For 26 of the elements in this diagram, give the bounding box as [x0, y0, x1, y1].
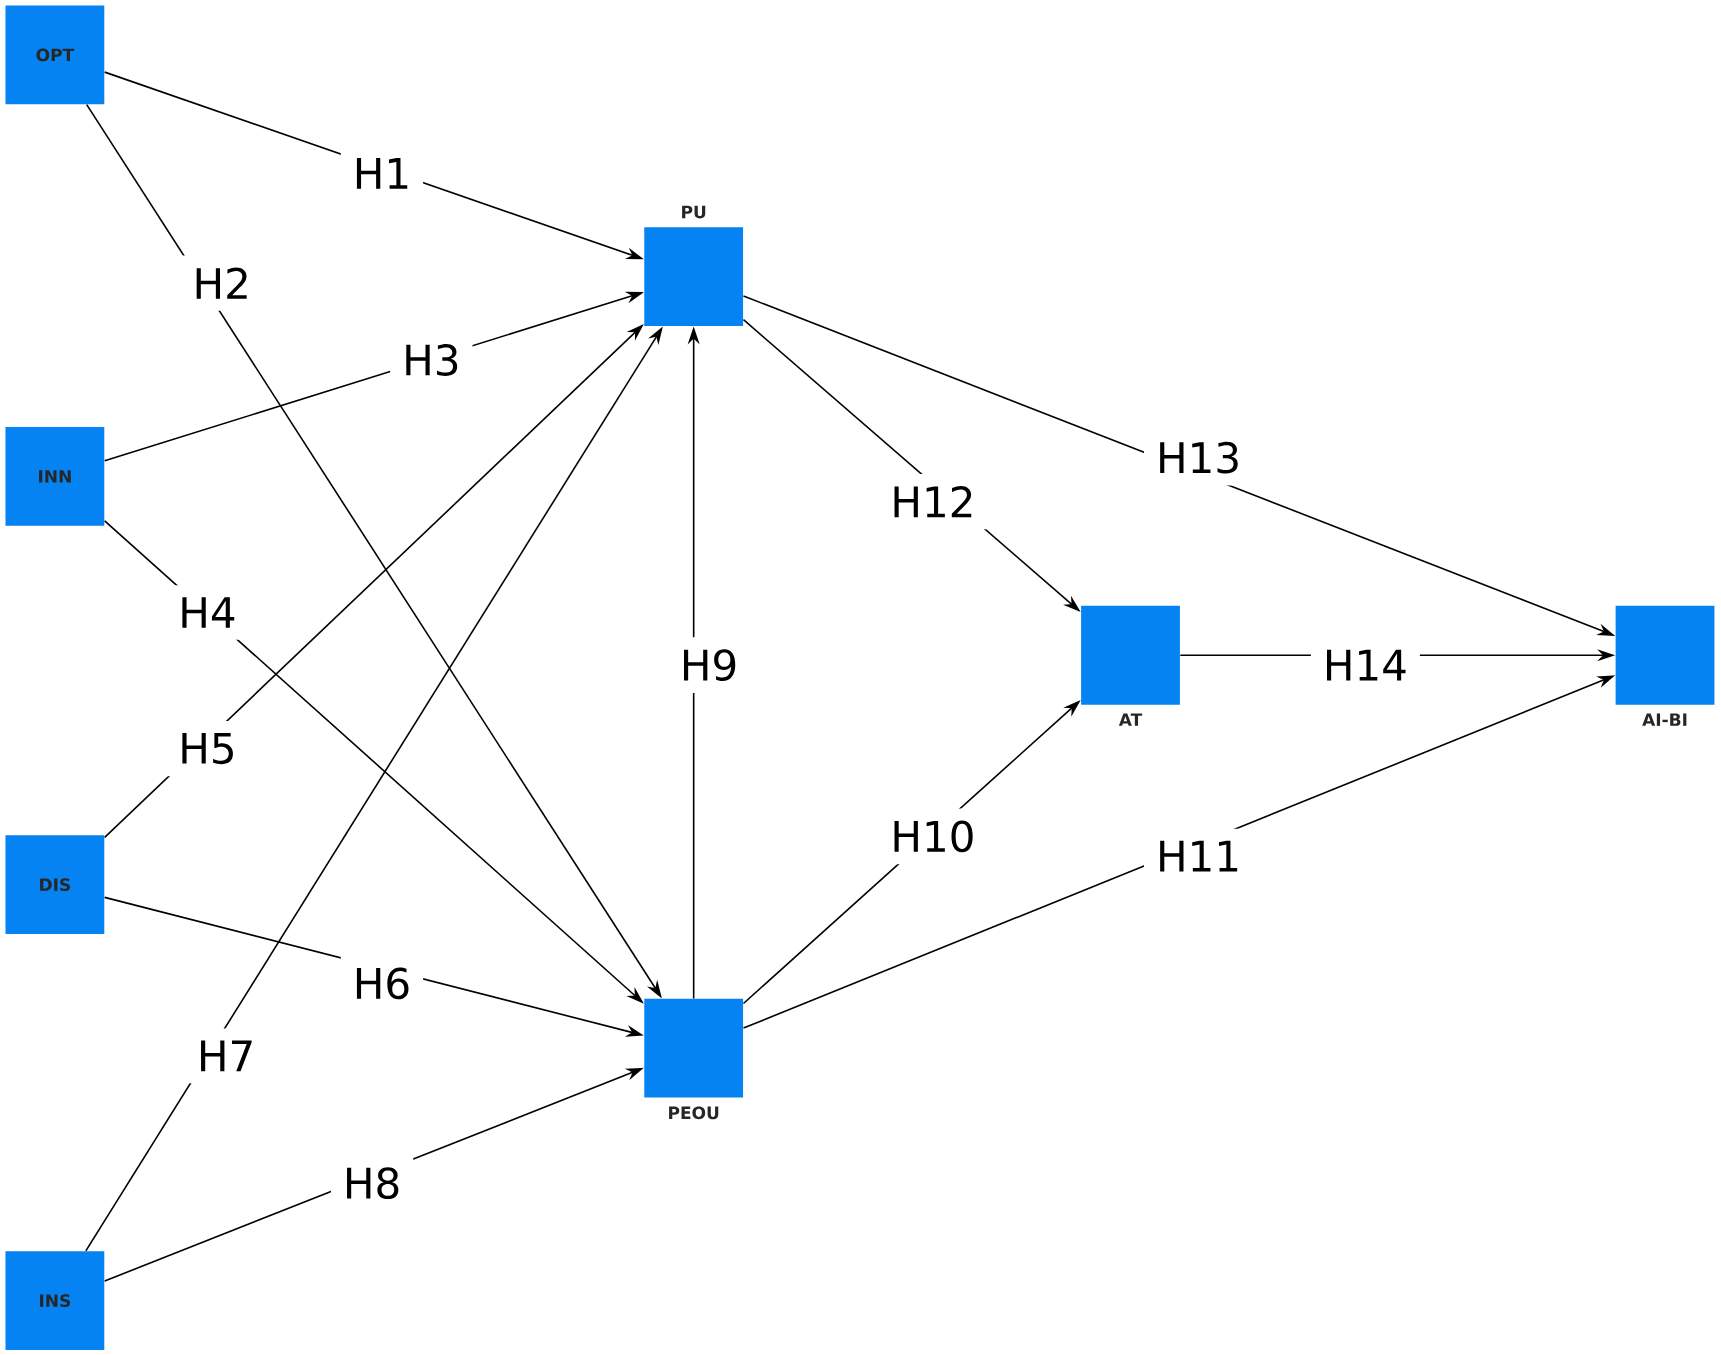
construct-box: INN — [5, 426, 105, 526]
construct-box: AT — [1081, 605, 1180, 726]
edge-label: H13 — [1144, 429, 1254, 486]
edge-label: H5 — [166, 720, 249, 777]
construct-box: PEOU — [644, 998, 744, 1120]
edge-label: H2 — [180, 255, 263, 311]
edge-label: H10 — [878, 808, 988, 865]
edge-label: H8 — [330, 1155, 414, 1212]
construct-box: OPT — [5, 5, 105, 105]
construct-box: DIS — [5, 835, 105, 935]
edge-label: H7 — [184, 1028, 268, 1084]
node-label: PEOU — [669, 1106, 719, 1120]
edge-label: H12 — [878, 474, 988, 530]
construct-box: PU — [644, 205, 744, 326]
edge-label: H1 — [340, 146, 424, 201]
edge-label: H14 — [1310, 637, 1420, 693]
edge-label: H11 — [1144, 828, 1254, 884]
construct-box: AI-BI — [1615, 605, 1715, 726]
node-label: AT — [1118, 713, 1143, 726]
edge-label: H4 — [166, 585, 249, 640]
edge-label: H9 — [667, 637, 751, 693]
node-label: PU — [682, 205, 706, 219]
node-label: AI-BI — [1642, 713, 1687, 726]
edge-label: H3 — [390, 332, 473, 388]
construct-box: INS — [5, 1251, 105, 1351]
edge-label: H6 — [340, 955, 424, 1012]
